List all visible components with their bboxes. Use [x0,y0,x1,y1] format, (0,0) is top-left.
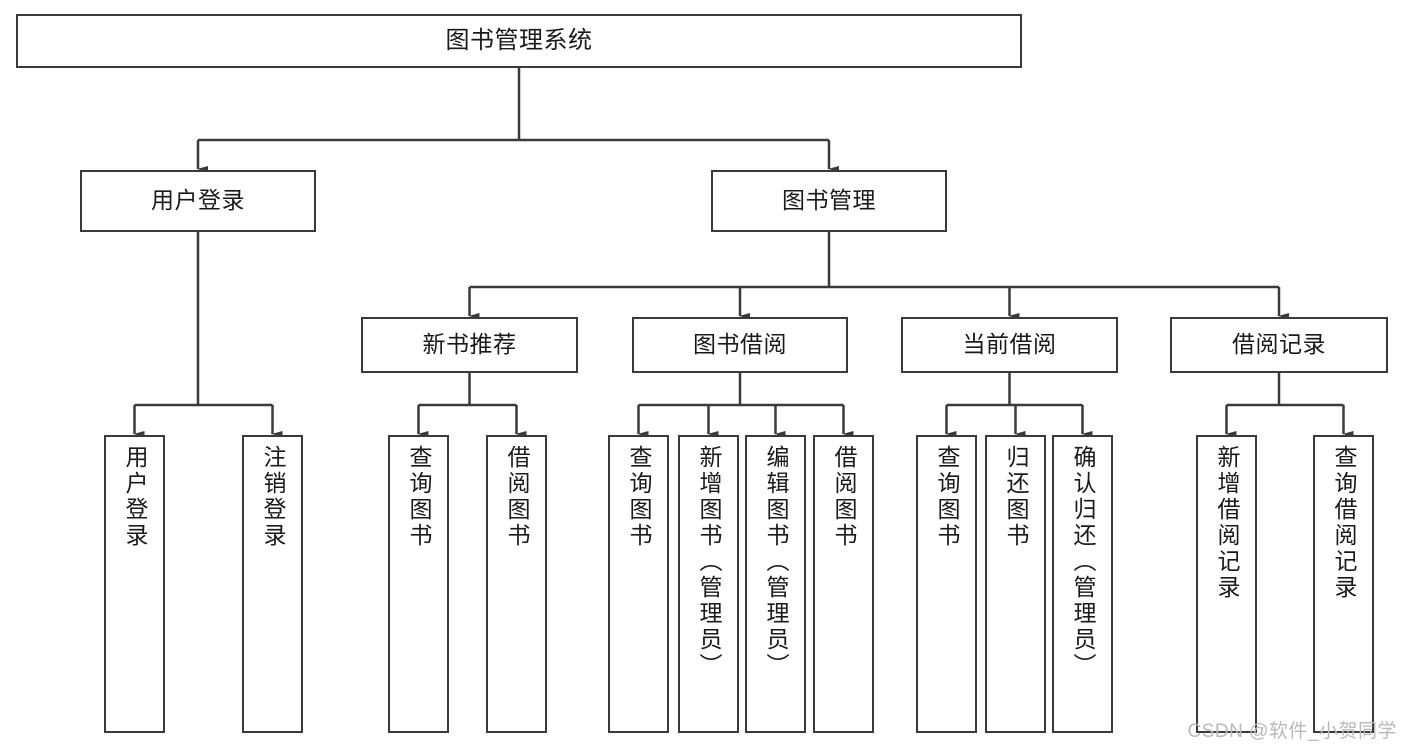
node-leaf-login-1[interactable]: 用户登录 [104,435,165,733]
node-label: 借阅图书 [504,445,530,549]
node-leaf-rec-2[interactable]: 查询借阅记录 [1313,435,1374,733]
node-leaf-bor-3[interactable]: 编辑图书（管理员） [745,435,806,733]
watermark-label: CSDN @软件_小贺同学 [1187,721,1397,742]
node-login[interactable]: 用户登录 [80,170,316,232]
node-records[interactable]: 借阅记录 [1170,317,1388,373]
node-label: 归还图书 [1003,445,1029,549]
node-label: 用户登录 [122,445,148,549]
node-leaf-cur-1[interactable]: 查询图书 [916,435,977,733]
node-label: 借阅图书 [831,445,857,549]
node-label: 查询图书 [934,445,960,549]
node-label: 新书推荐 [422,331,517,358]
node-leaf-cur-2[interactable]: 归还图书 [985,435,1046,733]
node-label: 借阅记录 [1232,331,1326,358]
node-leaf-new-2[interactable]: 借阅图书 [486,435,547,733]
node-label: 查询借阅记录 [1331,445,1357,601]
node-label: 注销登录 [260,445,286,549]
node-current[interactable]: 当前借阅 [901,317,1118,373]
node-leaf-bor-4[interactable]: 借阅图书 [813,435,874,733]
node-label: 新增借阅记录 [1214,445,1240,601]
node-leaf-bor-1[interactable]: 查询图书 [608,435,669,733]
node-borrow[interactable]: 图书借阅 [632,317,848,373]
node-root[interactable]: 图书管理系统 [16,14,1022,68]
node-label: 确认归还（管理员） [1070,445,1096,679]
node-label: 图书借阅 [693,331,787,358]
node-leaf-bor-2[interactable]: 新增图书（管理员） [678,435,739,733]
node-leaf-rec-1[interactable]: 新增借阅记录 [1196,435,1257,733]
node-newbook[interactable]: 新书推荐 [361,317,578,373]
node-leaf-new-1[interactable]: 查询图书 [388,435,449,733]
node-leaf-login-2[interactable]: 注销登录 [242,435,303,733]
node-label: 编辑图书（管理员） [763,445,789,679]
node-label: 图书管理 [782,187,876,214]
node-bookmgmt[interactable]: 图书管理 [711,170,947,232]
node-label: 当前借阅 [962,331,1057,358]
node-label: 新增图书（管理员） [696,445,722,679]
node-label: 图书管理系统 [445,26,593,54]
node-label: 用户登录 [151,187,245,214]
node-leaf-cur-3[interactable]: 确认归还（管理员） [1052,435,1113,733]
node-label: 查询图书 [626,445,652,549]
node-label: 查询图书 [406,445,432,549]
